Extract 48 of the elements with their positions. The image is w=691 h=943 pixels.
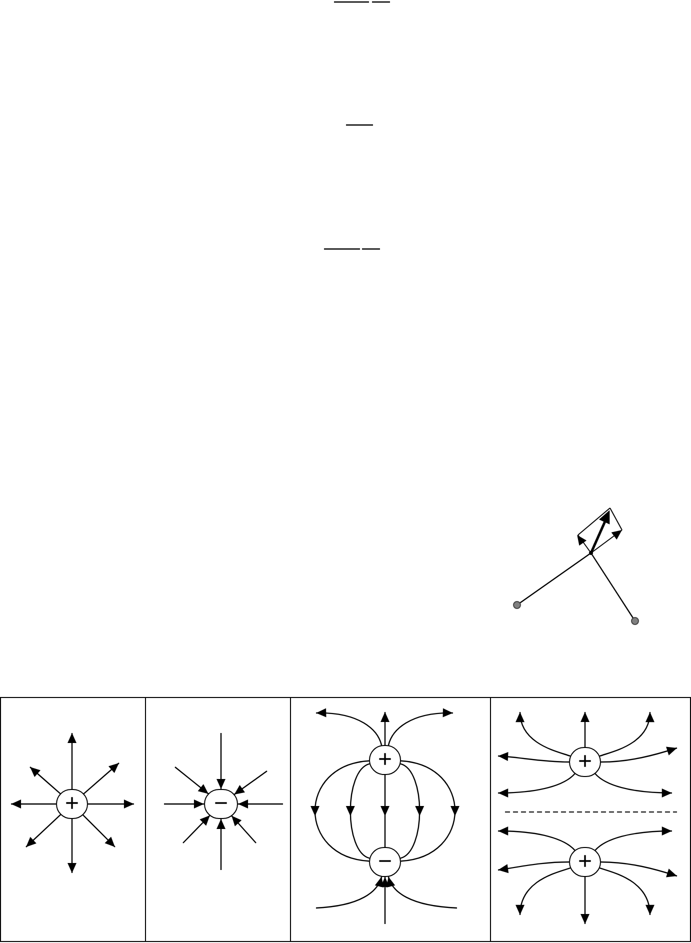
field-line <box>386 876 458 909</box>
field-line <box>380 712 390 745</box>
field-line <box>600 867 654 916</box>
field-line <box>516 712 570 757</box>
field-line <box>82 814 116 848</box>
field-line <box>498 826 576 851</box>
field-line <box>600 746 678 763</box>
field-line <box>600 712 654 757</box>
field-line <box>83 762 120 794</box>
charge-sign: + <box>378 748 392 772</box>
field-line <box>346 763 370 859</box>
charge-sign: + <box>578 750 592 774</box>
field-line <box>234 770 268 796</box>
field-line <box>594 826 672 851</box>
field-line <box>310 760 370 862</box>
field-line <box>316 708 382 746</box>
field-line <box>216 819 226 870</box>
charge-sign: + <box>578 850 592 874</box>
field-line <box>26 814 62 848</box>
field-line <box>68 819 76 873</box>
field-line <box>174 766 209 794</box>
field-line <box>388 708 453 746</box>
field-line <box>238 800 283 808</box>
field-line <box>68 733 76 789</box>
field-line <box>182 814 210 844</box>
field-line <box>498 752 569 763</box>
field-line <box>580 877 590 924</box>
field-line <box>400 763 424 859</box>
field-line <box>30 766 61 794</box>
field-line <box>516 867 570 916</box>
charge-sign: − <box>214 792 228 816</box>
field-line <box>580 712 590 747</box>
charge-sign: − <box>378 850 392 874</box>
field-line <box>594 773 672 798</box>
field-line <box>498 773 576 798</box>
field-line <box>400 760 460 862</box>
field-line <box>216 733 226 789</box>
field-line <box>11 800 56 808</box>
field-line <box>600 861 678 878</box>
field-line <box>231 815 256 844</box>
field-line <box>88 800 134 808</box>
field-line <box>316 876 384 909</box>
field-line <box>498 861 569 874</box>
point <box>589 551 593 555</box>
field-line <box>380 775 390 847</box>
charge-sign: + <box>64 792 79 816</box>
field-line <box>164 800 204 808</box>
field-line <box>380 877 390 924</box>
